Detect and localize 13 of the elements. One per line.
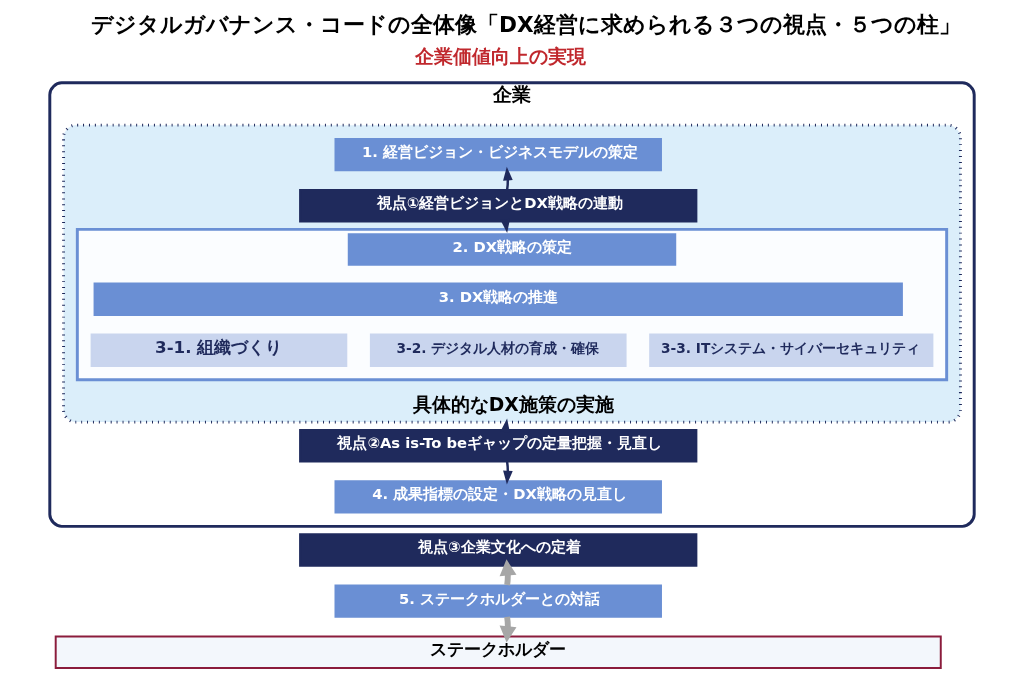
node-box: 5. ステークホルダーとの対話 (334, 584, 662, 618)
arrow (503, 166, 513, 190)
arrow (503, 461, 513, 485)
node-box: 3. DX戦略の推進 (93, 282, 903, 316)
node-box: 4. 成果指標の設定・DX戦略の見直し (334, 480, 662, 514)
label: 企業価値向上の実現 (414, 45, 586, 67)
node-box: 3-1. 組織づくり (90, 333, 348, 368)
node-box: 1. 経営ビジョン・ビジネスモデルの策定 (334, 137, 662, 172)
diagram-title: デジタルガバナンス・コードの全体像「DX経営に求められる３つの視点・５つの柱」 (91, 12, 961, 38)
node-box: 3-2. デジタル人材の育成・確保 (369, 333, 627, 368)
node-box: 視点③企業文化への定着 (299, 533, 698, 567)
node-box: 3-3. ITシステム・サイバーセキュリティ (649, 333, 934, 368)
node-box: ステークホルダー (54, 635, 942, 669)
